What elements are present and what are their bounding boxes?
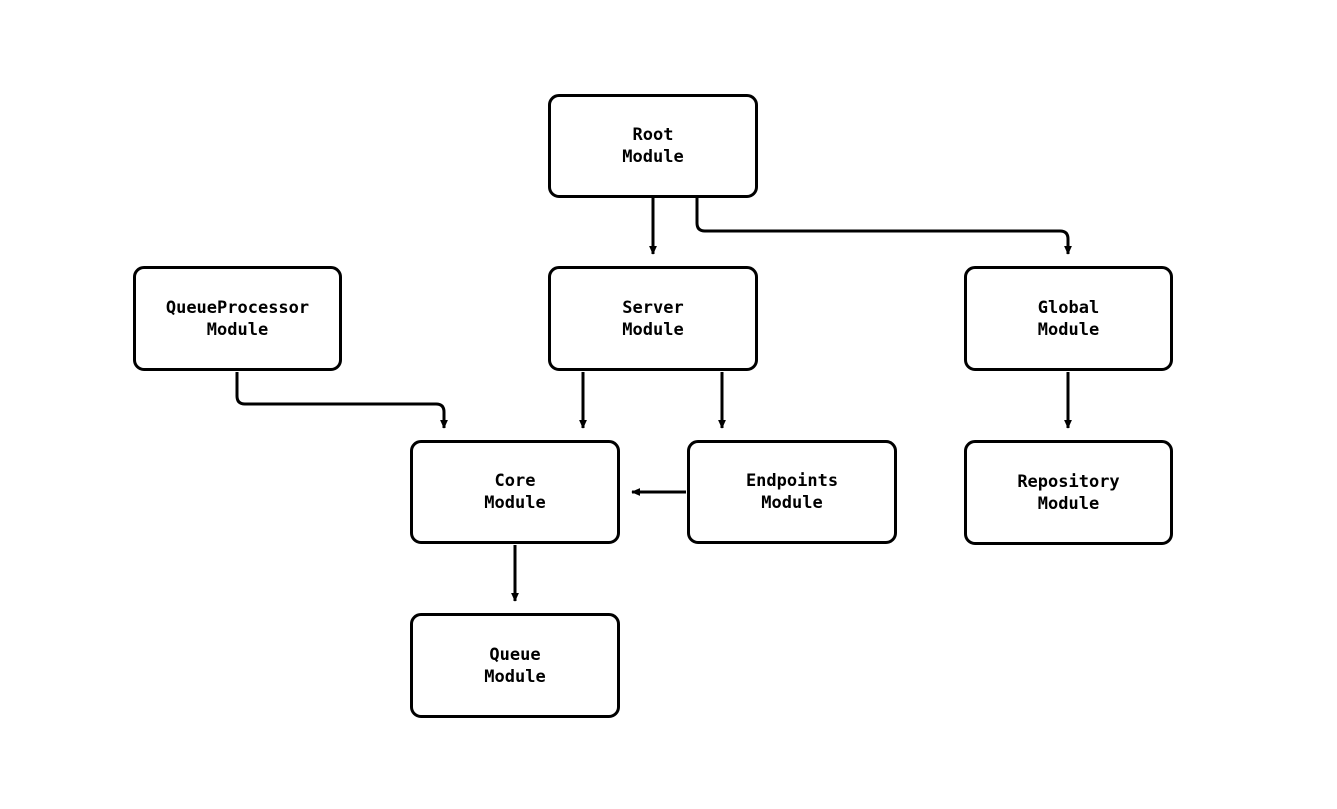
- node-endpoints-module-label: Endpoints Module: [745, 471, 839, 513]
- edge-queueprocessor-to-core: [235, 372, 448, 429]
- node-queue-module[interactable]: Queue Module: [410, 613, 620, 718]
- node-queue-module-label: Queue Module: [484, 644, 546, 687]
- node-queueprocessor-module[interactable]: QueueProcessor Module: [133, 266, 342, 371]
- node-core-module[interactable]: Core Module: [410, 440, 620, 544]
- edge-root-to-global: [695, 198, 1072, 255]
- node-root-module[interactable]: Root Module: [548, 94, 758, 198]
- node-server-module[interactable]: Server Module: [548, 266, 758, 371]
- node-repository-module-label: Repository Module: [1017, 471, 1120, 514]
- node-repository-module[interactable]: Repository Module: [964, 440, 1173, 545]
- node-core-module-label: Core Module: [484, 471, 546, 513]
- node-root-module-label: Root Module: [622, 125, 684, 167]
- node-endpoints-module[interactable]: Endpoints Module: [687, 440, 897, 544]
- node-global-module-label: Global Module: [1037, 297, 1100, 340]
- node-global-module[interactable]: Global Module: [964, 266, 1173, 371]
- node-queueprocessor-module-label: QueueProcessor Module: [165, 297, 310, 340]
- node-server-module-label: Server Module: [622, 297, 684, 340]
